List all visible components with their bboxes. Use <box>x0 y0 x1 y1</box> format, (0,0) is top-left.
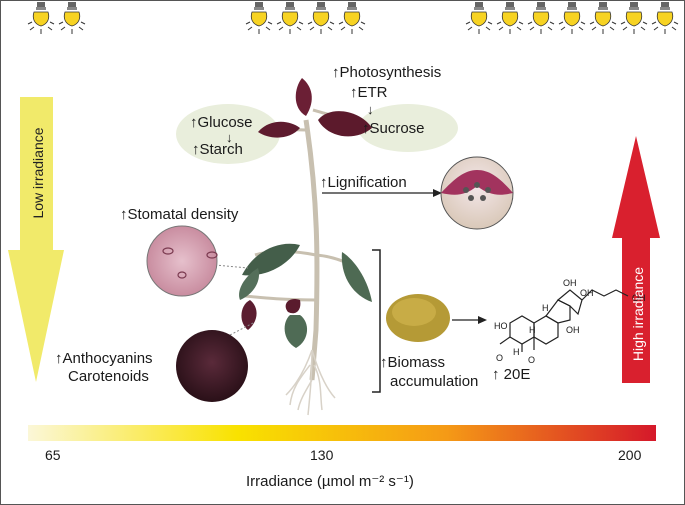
low-irradiance-label: Low irradiance <box>30 127 46 219</box>
plant-leaf <box>295 78 312 116</box>
light-bulb-icon <box>26 2 56 38</box>
plant-leaf <box>285 299 301 314</box>
light-bulb-icon <box>526 2 556 38</box>
atom-label: H <box>529 325 536 335</box>
callout-line <box>229 321 256 336</box>
light-bulb-icon <box>464 2 494 38</box>
plant-leaf <box>341 252 372 302</box>
accumulation-label: accumulation <box>390 373 479 390</box>
atom-label: H <box>513 347 520 357</box>
plant-leaf <box>242 243 300 276</box>
stomatal-density-label: ↑Stomatal density <box>120 206 239 223</box>
glucose-starch-highlight <box>176 104 280 164</box>
ecdysone-structure <box>499 289 629 352</box>
low-irradiance-arrow <box>8 97 64 382</box>
atom-label: OH <box>632 293 646 303</box>
light-bulb-icon <box>619 2 649 38</box>
sucrose-highlight <box>358 104 458 152</box>
atom-label: OH <box>563 278 577 288</box>
scale-tick-label: 65 <box>45 447 61 463</box>
light-bulb-icon <box>306 2 336 38</box>
stomata-micrograph <box>146 225 218 297</box>
glucose-to-starch-arrow: ↓ <box>226 130 233 145</box>
glucose-label: ↑Glucose <box>190 114 253 131</box>
plant-leaf <box>258 121 300 138</box>
plant-leaf <box>318 111 372 137</box>
light-bulb-icon <box>244 2 274 38</box>
etr-label: ↑ETR <box>350 84 388 101</box>
carotenoids-label: Carotenoids <box>68 368 149 385</box>
callout-line <box>214 264 249 269</box>
atom-label: OH <box>566 325 580 335</box>
biomass-to-molecule-arrow-head <box>478 316 487 324</box>
scale-tick-label: 130 <box>310 447 334 463</box>
atom-label: HO <box>494 321 508 331</box>
plant-leaf <box>241 300 257 330</box>
anthocyanins-label: ↑Anthocyanins <box>55 350 153 367</box>
biomass-bracket <box>372 249 381 393</box>
biomass-label: ↑Biomass <box>380 354 446 371</box>
lignification-arrow-head <box>433 189 442 197</box>
atom-label: O <box>496 353 504 363</box>
etr-to-sucrose-arrow: ↓ <box>367 102 374 117</box>
plant-stem <box>303 119 320 381</box>
lignification-label: ↑Lignification <box>320 174 407 191</box>
anthocyanin-micrograph <box>176 330 248 402</box>
light-bulb-icon <box>57 2 87 38</box>
lignification-micrograph <box>440 156 514 230</box>
light-bulb-icon <box>588 2 618 38</box>
ecdysone-label: ↑ 20E <box>492 366 531 383</box>
atom-label: O <box>528 355 536 365</box>
high-irradiance-label: High irradiance <box>630 266 646 362</box>
irradiance-axis-label: Irradiance (µmol m⁻² s⁻¹) <box>246 473 414 490</box>
plant-leaf <box>239 268 260 300</box>
sucrose-label: ↑Sucrose <box>362 120 425 137</box>
high-irradiance-arrow <box>612 136 660 383</box>
light-bulb-icon <box>275 2 305 38</box>
photosynthesis-label: ↑Photosynthesis <box>332 64 442 81</box>
plant-roots <box>285 349 336 416</box>
irradiance-gradient-bar <box>28 425 656 441</box>
starch-label: ↑Starch <box>192 141 243 158</box>
light-bulb-icon <box>557 2 587 38</box>
light-bulb-icon <box>337 2 367 38</box>
plant-leaf <box>284 315 308 348</box>
plant-branch <box>244 294 317 302</box>
plant-branch <box>315 253 346 264</box>
biomass-powder-image <box>386 294 450 342</box>
light-bulb-icon <box>495 2 525 38</box>
atom-label: H <box>542 303 549 313</box>
scale-tick-label: 200 <box>618 447 642 463</box>
light-bulb-icon <box>650 2 680 38</box>
atom-label: OH <box>580 288 594 298</box>
